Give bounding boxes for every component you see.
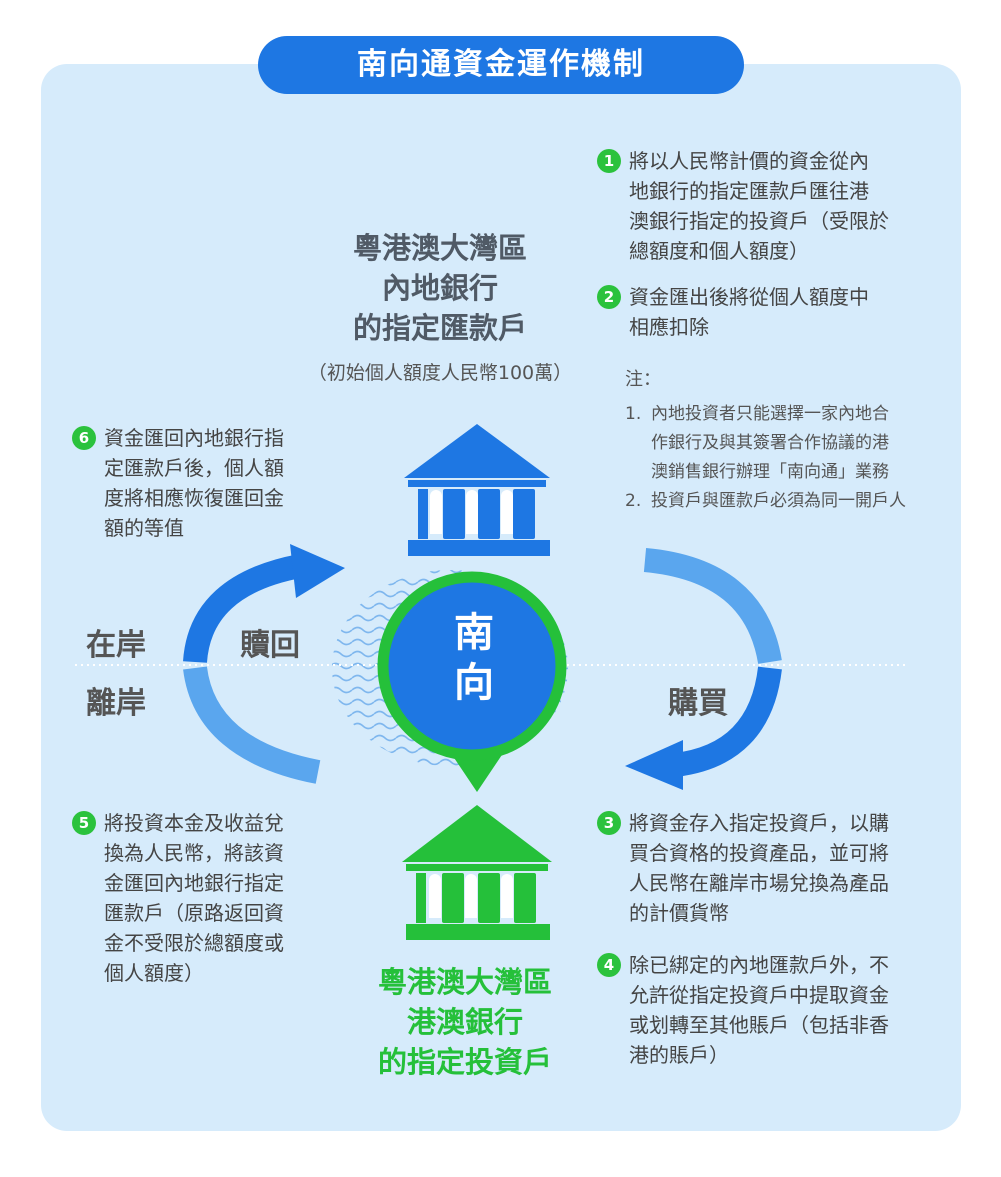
bottom-bank-title-line: 港澳銀行 (406, 1005, 523, 1039)
step-line: 金不受限於總額度或 (104, 931, 284, 955)
step-number-badge: 4 (597, 953, 621, 977)
step-line: 額的等值 (104, 516, 184, 540)
step-line: 金匯回內地銀行指定 (104, 871, 284, 895)
step-line: 將資金存入指定投資戶，以購 (629, 811, 889, 835)
step-number-badge: 1 (597, 149, 621, 173)
step-line: 定匯款戶後，個人額 (104, 456, 284, 480)
step-1: 1 將以人民幣計價的資金從內 地銀行的指定匯款戶匯往港 澳銀行指定的投資戶（受限… (597, 146, 979, 266)
step-number-badge: 3 (597, 811, 621, 835)
center-label-south: 南 (454, 610, 494, 656)
step-line: 相應扣除 (629, 315, 709, 339)
step-line: 將投資本金及收益兌 (104, 811, 284, 835)
step-line: 總額度和個人額度） (629, 239, 809, 263)
step-6: 6 資金匯回內地銀行指 定匯款戶後，個人額 度將相應恢復匯回金 額的等值 (72, 423, 354, 543)
note-line: 投資戶與匯款戶必須為同一開戶人 (651, 491, 906, 511)
note-item: 2. 投資戶與匯款戶必須為同一開戶人 (625, 487, 945, 516)
circular-arrow-icon (625, 548, 782, 790)
step-line: 將以人民幣計價的資金從內 (629, 149, 869, 173)
step-line: 資金匯回內地銀行指 (104, 426, 284, 450)
top-bank-title: 粵港澳大灣區 內地銀行 的指定匯款戶 (290, 228, 590, 348)
note-line: 內地投資者只能選擇一家內地合 (651, 404, 889, 424)
step-line: 港的賬戶） (629, 1043, 729, 1067)
redeem-label: 贖回 (240, 628, 300, 663)
notes-heading: 注： (625, 369, 661, 390)
step-line: 資金匯出後將從個人額度中 (629, 285, 869, 309)
step-line: 地銀行的指定匯款戶匯往港 (629, 179, 869, 203)
bottom-bank-title-line: 的指定投資戶 (377, 1045, 552, 1079)
step-line: 的計價貨幣 (629, 901, 729, 925)
purchase-label: 購買 (668, 686, 728, 721)
circular-arrow-icon (183, 544, 345, 784)
step-line: 買合資格的投資產品，並可將 (629, 841, 889, 865)
step-5: 5 將投資本金及收益兌 換為人民幣，將該資 金匯回內地銀行指定 匯款戶（原路返回… (72, 808, 354, 988)
step-line: 除已綁定的內地匯款戶外，不 (629, 953, 889, 977)
offshore-label: 離岸 (86, 686, 146, 721)
step-line: 允許從指定投資戶中提取資金 (629, 983, 889, 1007)
top-bank-title-line: 內地銀行 (381, 271, 498, 305)
step-line: 或划轉至其他賬戶（包括非香 (629, 1013, 889, 1037)
onshore-label: 在岸 (86, 628, 146, 663)
step-line: 換為人民幣，將該資 (104, 841, 284, 865)
center-label-bound: 向 (454, 660, 494, 706)
step-line: 匯款戶（原路返回資 (104, 901, 284, 925)
step-number-badge: 6 (72, 426, 96, 450)
top-bank-title-line: 粵港澳大灣區 (352, 231, 527, 265)
page-title: 南向通資金運作機制 (258, 36, 744, 94)
top-bank-title-line: 的指定匯款戶 (352, 311, 527, 345)
bottom-bank-title-line: 粵港澳大灣區 (377, 965, 552, 999)
notes: 注： 1. 內地投資者只能選擇一家內地合 作銀行及與其簽署合作協議的港 澳銷售銀… (625, 366, 945, 516)
step-line: 個人額度） (104, 961, 204, 985)
note-line: 作銀行及與其簽署合作協議的港 (651, 433, 889, 453)
step-line: 澳銀行指定的投資戶（受限於 (629, 209, 889, 233)
bottom-bank-title: 粵港澳大灣區 港澳銀行 的指定投資戶 (320, 962, 610, 1082)
step-line: 度將相應恢復匯回金 (104, 486, 284, 510)
step-number-badge: 2 (597, 285, 621, 309)
center-circle (377, 571, 567, 761)
step-4: 4 除已綁定的內地匯款戶外，不 允許從指定投資戶中提取資金 或划轉至其他賬戶（包… (597, 950, 979, 1070)
step-3: 3 將資金存入指定投資戶，以購 買合資格的投資產品，並可將 人民幣在離岸市場兌換… (597, 808, 979, 928)
step-line: 人民幣在離岸市場兌換為產品 (629, 871, 889, 895)
bank-building-icon (402, 805, 552, 940)
step-number-badge: 5 (72, 811, 96, 835)
note-number: 2. (625, 491, 642, 511)
note-number: 1. (625, 404, 642, 424)
bank-building-icon (404, 424, 550, 556)
note-line: 澳銷售銀行辦理「南向通」業務 (651, 462, 889, 482)
top-bank-subtitle: （初始個人額度人民幣100萬） (307, 362, 573, 384)
note-item: 1. 內地投資者只能選擇一家內地合 作銀行及與其簽署合作協議的港 澳銷售銀行辦理… (625, 400, 945, 487)
step-2: 2 資金匯出後將從個人額度中 相應扣除 (597, 282, 979, 342)
